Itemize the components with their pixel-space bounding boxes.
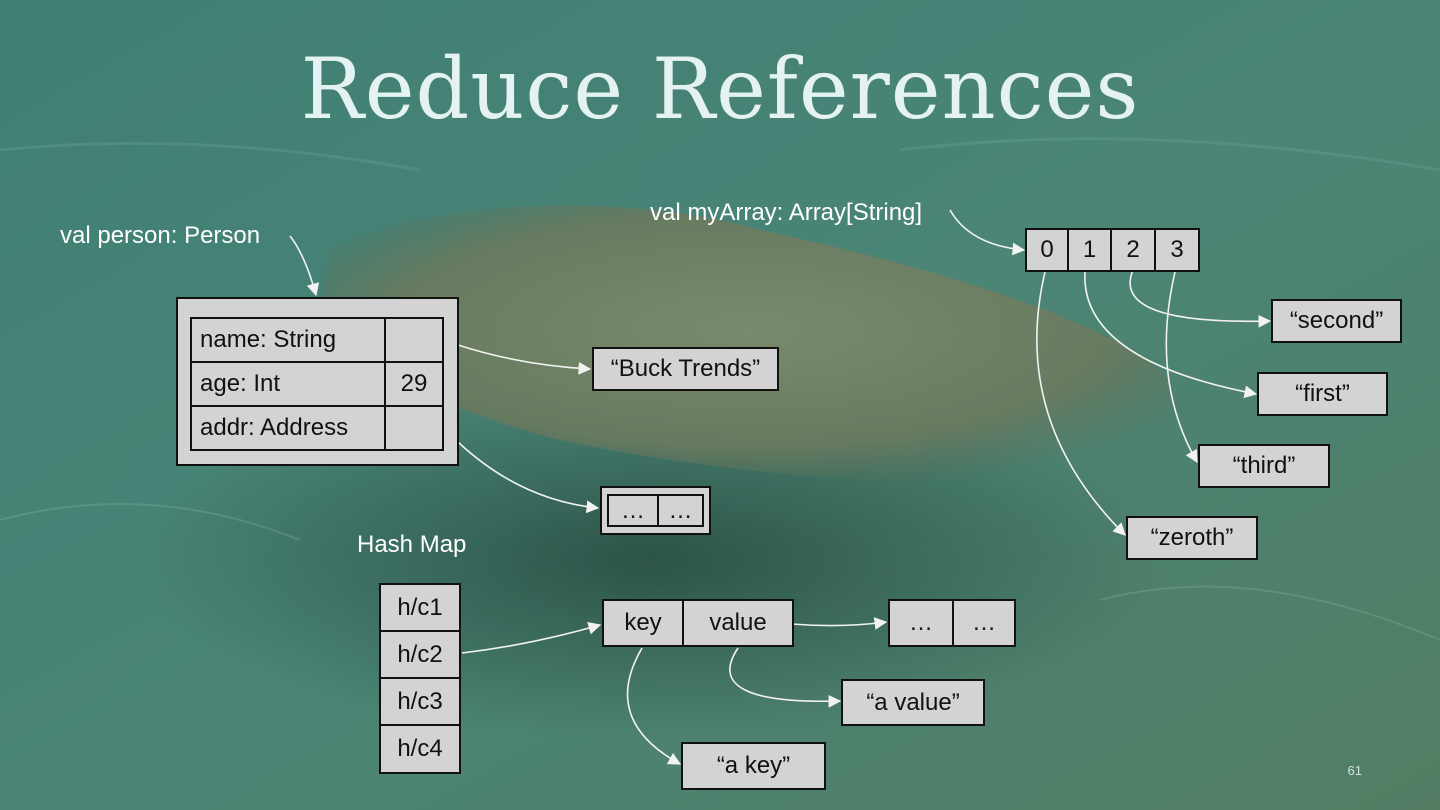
buck-trends-string: “Buck Trends” — [592, 347, 779, 391]
person-field-addr-value — [384, 405, 444, 451]
array-index-2: 2 — [1110, 228, 1156, 272]
arrow-person-to-object — [289, 235, 320, 297]
hashmap-label: Hash Map — [357, 531, 467, 558]
hashmap-bucket-3: h/c3 — [379, 677, 461, 726]
zeroth-string: “zeroth” — [1126, 516, 1258, 560]
person-field-age-value: 29 — [384, 361, 444, 407]
person-field-addr: addr: Address — [190, 405, 386, 451]
arrow-value-to-next — [791, 617, 888, 630]
arrow-idx0-to-zeroth — [1036, 271, 1126, 536]
address-cell-1: … — [607, 494, 659, 527]
arrow-addr-to-address — [457, 441, 600, 514]
hashmap-entry-key: key — [602, 599, 684, 647]
array-declaration: val myArray: Array[String] — [650, 199, 923, 226]
second-string: “second” — [1271, 299, 1402, 343]
arrow-idx1-to-first — [1084, 271, 1258, 399]
hashmap-next-2: … — [952, 599, 1016, 647]
hashmap-bucket-2: h/c2 — [379, 630, 461, 679]
hashmap-bucket-4: h/c4 — [379, 724, 461, 774]
person-field-name: name: String — [190, 317, 386, 363]
arrow-hc2-to-entry — [461, 622, 602, 654]
a-key-string: “a key” — [681, 742, 826, 790]
array-index-0: 0 — [1025, 228, 1069, 272]
hashmap-entry-value: value — [682, 599, 794, 647]
person-object-box — [176, 297, 459, 466]
arrow-idx3-to-third — [1165, 271, 1198, 464]
array-index-1: 1 — [1067, 228, 1112, 272]
hashmap-bucket-1: h/c1 — [379, 583, 461, 632]
page-number: 61 — [1347, 763, 1362, 778]
a-value-string: “a value” — [841, 679, 985, 726]
person-declaration: val person: Person — [60, 222, 261, 249]
person-field-name-value — [384, 317, 444, 363]
arrow-key-to-akey — [626, 647, 682, 765]
person-field-age: age: Int — [190, 361, 386, 407]
first-string: “first” — [1257, 372, 1388, 416]
arrow-idx2-to-second — [1129, 269, 1272, 328]
array-index-3: 3 — [1154, 228, 1200, 272]
third-string: “third” — [1198, 444, 1330, 488]
arrow-name-to-buck — [457, 344, 592, 375]
hashmap-next-1: … — [888, 599, 954, 647]
address-cell-2: … — [657, 494, 704, 527]
arrow-value-to-avalue — [729, 647, 842, 708]
slide-title: Reduce References — [300, 40, 1140, 138]
arrow-myarray-to-array — [949, 209, 1026, 256]
